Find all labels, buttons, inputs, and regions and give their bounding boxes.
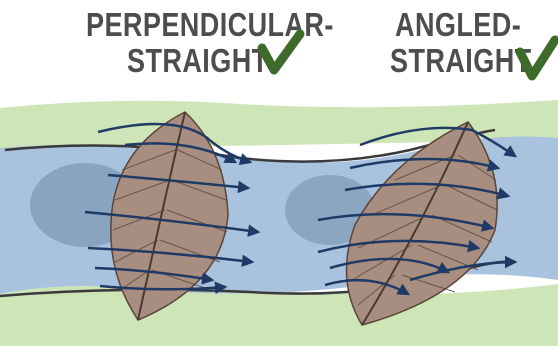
check-icon-left xyxy=(262,34,300,70)
check-icon-right xyxy=(520,40,555,76)
